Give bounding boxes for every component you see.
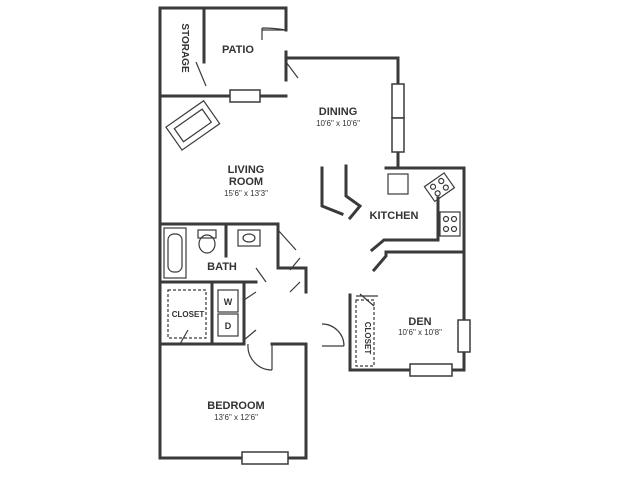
- window-den-right: [457, 319, 471, 353]
- window-den-bottom: [409, 363, 453, 377]
- toilet-icon: [197, 229, 217, 254]
- labels: STORAGE PATIO DINING 10'6" x 10'6" LIVIN…: [172, 23, 442, 422]
- door-laundry-2: [243, 329, 257, 341]
- label-closet-left: CLOSET: [172, 310, 205, 319]
- window-patio: [229, 89, 261, 103]
- door-bedroom: [247, 343, 273, 371]
- window-dining-2: [391, 117, 405, 153]
- door-bath: [255, 267, 267, 283]
- stove-icon: [423, 172, 456, 203]
- window-dining-1: [391, 83, 405, 119]
- windows: [229, 83, 471, 465]
- label-living-2: ROOM: [229, 176, 263, 188]
- walls: [158, 6, 466, 460]
- label-dining: DINING: [319, 106, 358, 118]
- door-closet-left: [179, 329, 189, 345]
- dims-den: 10'6" x 10'8": [398, 328, 442, 337]
- door-bath-corner: [277, 229, 297, 251]
- cooktop-icon: [439, 211, 461, 237]
- label-washer: W: [224, 297, 233, 307]
- label-kitchen: KITCHEN: [370, 210, 419, 222]
- dims-living: 15'6" x 13'3": [224, 189, 268, 198]
- window-bedroom: [241, 451, 289, 465]
- door-storage: [195, 61, 207, 87]
- dryer-icon: [217, 313, 239, 337]
- door-dining: [285, 61, 299, 79]
- sink-icon: [237, 229, 261, 247]
- closet-rod-left: [167, 289, 207, 339]
- door-hall-closet: [289, 257, 301, 271]
- label-storage: STORAGE: [179, 23, 190, 73]
- washer-icon: [217, 289, 239, 313]
- sofa-icon: [165, 99, 221, 151]
- doors: [179, 27, 378, 371]
- label-dryer: D: [225, 321, 232, 331]
- bathtub-icon: [163, 227, 187, 279]
- label-bath: BATH: [207, 261, 237, 273]
- label-den-closet: CLOSET: [363, 322, 372, 355]
- closet-rod-den: [355, 299, 375, 367]
- dims-bedroom: 13'6" x 12'6": [214, 413, 258, 422]
- label-bedroom: BEDROOM: [207, 400, 264, 412]
- door-laundry: [243, 291, 257, 301]
- refrigerator-icon: [387, 173, 409, 195]
- door-hall-closet-2: [289, 281, 301, 293]
- label-den: DEN: [408, 316, 431, 328]
- label-patio: PATIO: [222, 44, 254, 56]
- door-den: [321, 323, 345, 347]
- dims-dining: 10'6" x 10'6": [316, 119, 360, 128]
- door-patio: [261, 27, 287, 40]
- label-living-1: LIVING: [228, 164, 265, 176]
- fixtures: [163, 99, 461, 367]
